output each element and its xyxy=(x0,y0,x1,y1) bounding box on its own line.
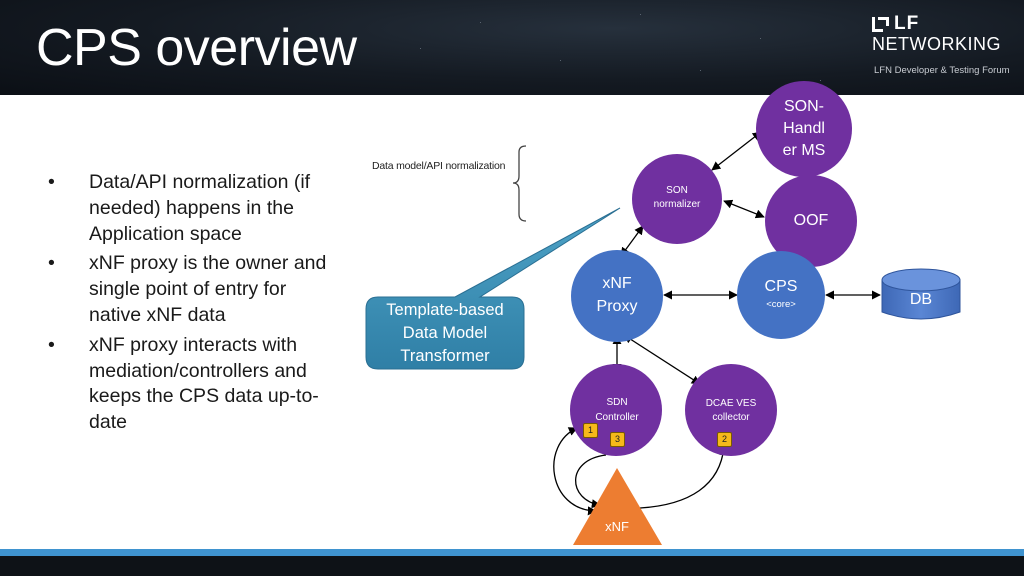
background-star xyxy=(760,38,761,39)
xnf-node[interactable] xyxy=(573,468,662,545)
bullet-item: • Data/API normalization (if needed) hap… xyxy=(40,170,340,247)
arrow-proxy-dcae xyxy=(623,334,701,385)
xnf-proxy-node[interactable] xyxy=(571,250,663,342)
logo-networking-text: NETWORKING xyxy=(872,34,1001,54)
background-star xyxy=(640,14,641,15)
cps-node[interactable] xyxy=(737,251,825,339)
db-node[interactable] xyxy=(881,268,961,320)
bullet-text: Data/API normalization (if needed) happe… xyxy=(89,171,311,245)
normalization-label: Data model/API normalization xyxy=(372,160,506,172)
bullet-item: • xNF proxy interacts with mediation/con… xyxy=(40,333,340,436)
son-handler-node[interactable] xyxy=(756,81,852,177)
footer-accent-bar xyxy=(0,549,1024,556)
lf-mark-icon xyxy=(872,15,890,33)
background-star xyxy=(560,60,561,61)
dcae-ves-node[interactable] xyxy=(685,364,777,456)
bullet-dot: • xyxy=(48,171,55,193)
bullet-item: • xNF proxy is the owner and single poin… xyxy=(40,251,340,328)
step-badge-3: 3 xyxy=(610,432,625,447)
arrow-xnf-dcae-2 xyxy=(639,446,728,509)
oof-node[interactable] xyxy=(765,175,857,267)
bullet-text: xNF proxy interacts with mediation/contr… xyxy=(89,333,319,434)
slide-title: CPS overview xyxy=(36,19,357,77)
footer-bar xyxy=(0,556,1024,576)
bullet-text: xNF proxy is the owner and single point … xyxy=(89,252,327,326)
background-star xyxy=(700,70,701,71)
background-star xyxy=(820,80,821,81)
step-badge-1: 1 xyxy=(583,423,598,438)
arrow-normalizer-oof xyxy=(723,199,765,219)
lf-networking-logo: LF NETWORKING LFN Developer & Testing Fo… xyxy=(872,14,1012,84)
arrow-normalizer-handler xyxy=(711,131,762,171)
arrow-sdn-xnf-1 xyxy=(553,427,597,516)
arrow-sdn-xnf-3 xyxy=(575,454,607,509)
bullet-dot: • xyxy=(48,333,55,356)
normalization-bracket xyxy=(512,145,527,222)
slide-header: CPS overview LF NETWORKING LFN Developer… xyxy=(0,0,1024,95)
bullet-list: • Data/API normalization (if needed) hap… xyxy=(40,170,340,440)
step-badge-2: 2 xyxy=(717,432,732,447)
son-normalizer-node[interactable] xyxy=(632,154,722,244)
logo-lf-text: LF xyxy=(894,13,920,34)
background-star xyxy=(420,48,421,49)
bullet-dot: • xyxy=(48,252,55,275)
background-star xyxy=(480,22,481,23)
transformer-callout xyxy=(365,207,621,370)
logo-subtitle: LFN Developer & Testing Forum xyxy=(874,65,1010,76)
